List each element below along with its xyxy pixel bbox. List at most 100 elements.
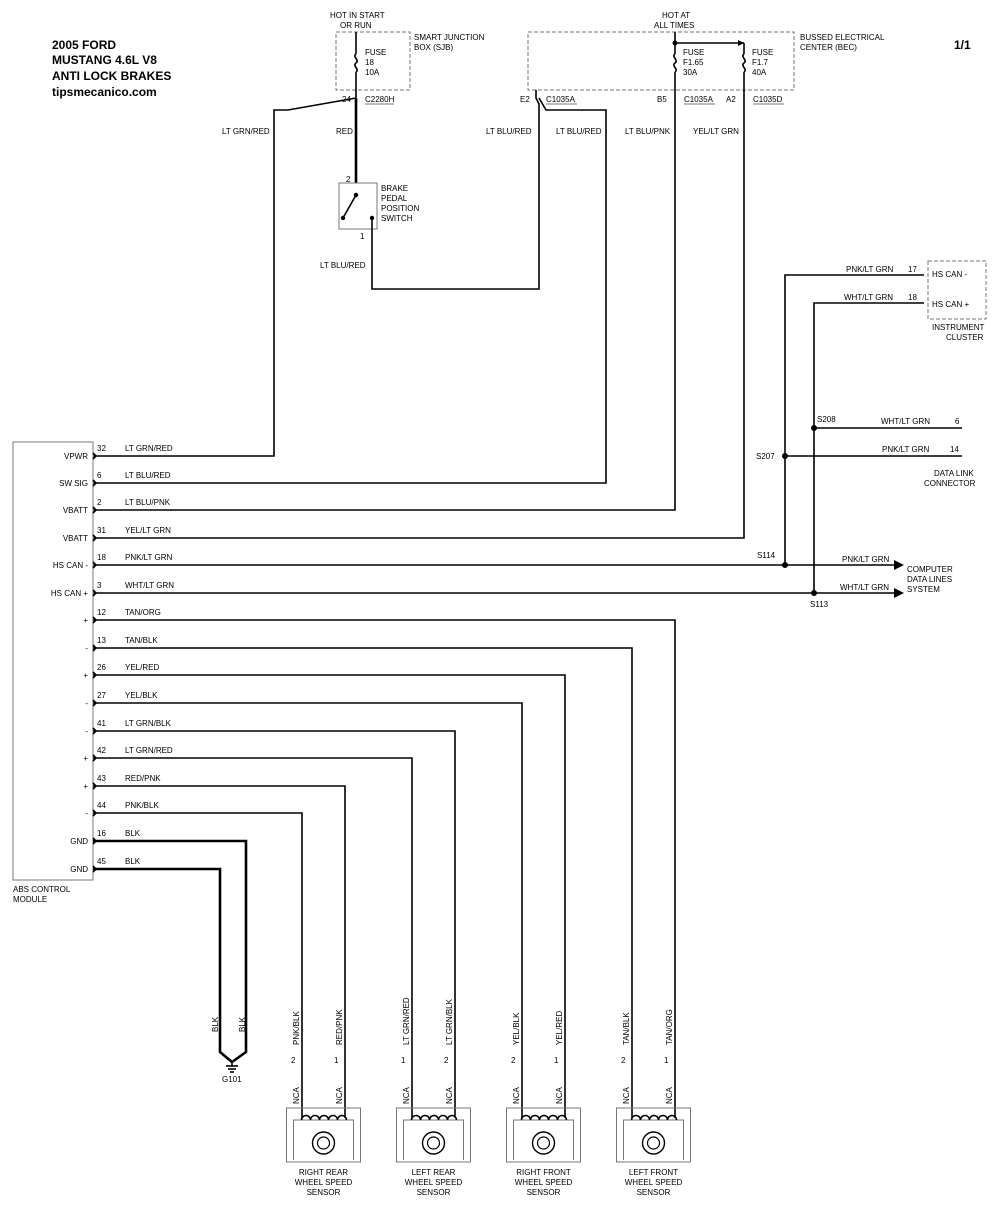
cluster-hs-can-minus: HS CAN - <box>932 270 967 279</box>
fuse-f165-label: FUSE <box>683 48 704 57</box>
switch-pin-2: 2 <box>346 175 351 184</box>
abs-pin-wire-color: TAN/ORG <box>125 608 161 617</box>
cdl-label-3: SYSTEM <box>907 585 940 594</box>
abs-pin-wire-color: LT GRN/BLK <box>125 719 172 728</box>
abs-pin-number: 41 <box>97 719 106 728</box>
hot-all-times-label: HOT AT <box>662 11 690 20</box>
page-number: 1/1 <box>954 38 971 52</box>
sensor-pin-right: 1 <box>554 1056 559 1065</box>
abs-pin-name: VPWR <box>64 452 88 461</box>
sensor-wire-left-label: LT GRN/RED <box>402 997 411 1045</box>
cluster-pin-17: 17 <box>908 265 917 274</box>
diagram-header: 2005 FORD MUSTANG 4.6L V8 ANTI LOCK BRAK… <box>52 38 971 99</box>
abs-pin-name: GND <box>70 837 88 846</box>
label-lt-blu-red-b: LT BLU/RED <box>556 127 602 136</box>
abs-pin-wire-color: PNK/LT GRN <box>125 553 172 562</box>
abs-pin-name: + <box>83 754 88 763</box>
abs-pin-wire-color: LT BLU/PNK <box>125 498 171 507</box>
abs-pin-name: HS CAN + <box>51 589 88 598</box>
abs-pin-number: 6 <box>97 471 102 480</box>
fuse-f17-icon <box>742 53 746 73</box>
sensor-pin-left: 2 <box>291 1056 296 1065</box>
ground-wire-1-label: BLK <box>211 1016 220 1032</box>
cdl-wht-label: WHT/LT GRN <box>840 583 889 592</box>
abs-pin-wire-color: PNK/BLK <box>125 801 159 810</box>
abs-pin-name: VBATT <box>63 534 88 543</box>
header-model: MUSTANG 4.6L V8 <box>52 53 157 67</box>
abs-pin-number: 13 <box>97 636 106 645</box>
connector-c2280h: C2280H <box>365 95 395 104</box>
bec-label: BUSSED ELECTRICAL <box>800 33 885 42</box>
abs-pin-name: + <box>83 671 88 680</box>
dlc-label-2: CONNECTOR <box>924 479 976 488</box>
cluster-wht-label: WHT/LT GRN <box>844 293 893 302</box>
wire-lt-blu-red-swsig <box>93 97 607 484</box>
sensor-nca-right: NCA <box>445 1086 454 1104</box>
label-lt-blu-red-switch: LT BLU/RED <box>320 261 366 270</box>
sensor-label-3: SENSOR <box>637 1188 671 1197</box>
header-year-make: 2005 FORD <box>52 38 116 52</box>
switch-pin-1: 1 <box>360 232 365 241</box>
sjb-box <box>335 31 411 91</box>
label-lt-blu-red-a: LT BLU/RED <box>486 127 532 136</box>
fuse-f165-icon <box>673 53 677 73</box>
sensor-wire-right-label: TAN/ORG <box>665 1009 674 1045</box>
label-lt-blu-pnk: LT BLU/PNK <box>625 127 671 136</box>
abs-pin-wire-color: LT GRN/RED <box>125 444 173 453</box>
wire-yel-lt-grn <box>93 90 745 539</box>
abs-pin-number: 12 <box>97 608 106 617</box>
dlc-label: DATA LINK <box>934 469 974 478</box>
sensor-rotor-icon <box>641 1131 666 1155</box>
dlc-pin-14: 14 <box>950 445 959 454</box>
sensor-nca-left: NCA <box>292 1086 301 1104</box>
brake-pedal-position-switch: 2 1 BRAKE PEDAL POSITION SWITCH <box>338 175 419 241</box>
sensor-label-3: SENSOR <box>417 1188 451 1197</box>
cdl-pnk-label: PNK/LT GRN <box>842 555 889 564</box>
sjb-label-2: BOX (SJB) <box>414 43 453 52</box>
abs-pin-wire-color: WHT/LT GRN <box>125 581 174 590</box>
cluster-label-2: CLUSTER <box>946 333 984 342</box>
wire-lt-blu-red-e2 <box>371 90 540 290</box>
cdl-label-2: DATA LINES <box>907 575 952 584</box>
sensor-label: LEFT REAR <box>412 1168 456 1177</box>
bec-box <box>527 31 795 91</box>
wire-pnk-lt-grn-cluster <box>784 274 924 565</box>
sensor-label: LEFT FRONT <box>629 1168 678 1177</box>
bec-pin-e2: E2 <box>520 95 530 104</box>
switch-body <box>338 182 378 230</box>
label-lt-grn-red: LT GRN/RED <box>222 127 270 136</box>
sensor-wire-right-label: LT GRN/BLK <box>445 998 454 1045</box>
sensor-nca-right: NCA <box>665 1086 674 1104</box>
abs-pin-name: - <box>85 699 88 708</box>
sjb-label: SMART JUNCTION <box>414 33 485 42</box>
abs-pin-wire-color: TAN/BLK <box>125 636 158 645</box>
sensor-label-2: WHEEL SPEED <box>515 1178 573 1187</box>
sensor-nca-left: NCA <box>402 1086 411 1104</box>
abs-pin-wire-color: LT BLU/RED <box>125 471 171 480</box>
ground-wire-2-label: BLK <box>238 1016 247 1032</box>
label-red: RED <box>336 127 353 136</box>
sensor-coil-icon <box>410 1114 458 1121</box>
label-yel-lt-grn: YEL/LT GRN <box>693 127 739 136</box>
abs-pin-number: 45 <box>97 857 106 866</box>
abs-pin-number: 42 <box>97 746 106 755</box>
abs-pin-wire-color: YEL/BLK <box>125 691 158 700</box>
splice-s207: S207 <box>756 452 775 461</box>
computer-data-lines: S114 S113 PNK/LT GRN WHT/LT GRN COMPUTER… <box>93 551 953 609</box>
sensor-rotor-icon <box>421 1131 446 1155</box>
dlc-pnk-label: PNK/LT GRN <box>882 445 929 454</box>
cluster-box <box>927 260 987 320</box>
fuse-f17-label: FUSE <box>752 48 773 57</box>
bec-pin-b5: B5 <box>657 95 667 104</box>
sensor-nca-right: NCA <box>335 1086 344 1104</box>
dlc-wht-label: WHT/LT GRN <box>881 417 930 426</box>
sensor-label-3: SENSOR <box>307 1188 341 1197</box>
abs-pin-wire-color: YEL/LT GRN <box>125 526 171 535</box>
abs-pin-name: + <box>83 782 88 791</box>
power-wires: LT GRN/RED RED LT BLU/RED LT BLU/RED LT … <box>93 90 745 539</box>
